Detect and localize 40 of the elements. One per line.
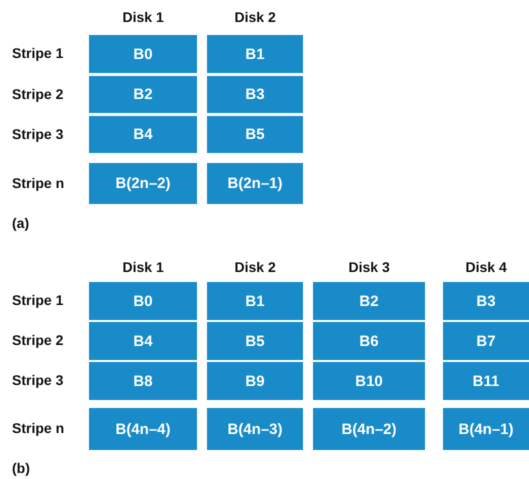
column-header: Disk 1 xyxy=(122,259,164,275)
block-cell: B11 xyxy=(443,362,529,400)
block-cell: B(4n–2) xyxy=(313,408,425,450)
row-header: Stripe 1 xyxy=(12,45,64,61)
column-header: Disk 4 xyxy=(466,259,507,275)
column-header: Disk 2 xyxy=(234,259,276,275)
row-header: Stripe 3 xyxy=(12,126,64,142)
row-header: Stripe 1 xyxy=(12,292,64,308)
column-header: Disk 2 xyxy=(234,9,276,25)
block-cell: B1 xyxy=(207,35,303,73)
block-cell: B0 xyxy=(89,282,197,320)
block-cell: B(4n–1) xyxy=(443,408,529,450)
row-header: Stripe n xyxy=(12,174,64,190)
row-header: Stripe 2 xyxy=(12,86,64,102)
block-cell: B(4n–3) xyxy=(207,408,303,450)
row-header: Stripe 3 xyxy=(12,372,64,388)
block-cell: B2 xyxy=(313,282,425,320)
block-cell: B5 xyxy=(207,322,303,360)
block-cell: B(4n–4) xyxy=(89,408,197,450)
panel-label: (b) xyxy=(12,460,30,476)
block-cell: B1 xyxy=(207,282,303,320)
block-cell: B8 xyxy=(89,362,197,400)
block-cell: B4 xyxy=(89,116,197,153)
panel-label: (a) xyxy=(12,215,30,231)
block-cell: B9 xyxy=(207,362,303,400)
block-cell: B3 xyxy=(443,282,529,320)
row-header: Stripe n xyxy=(12,420,64,436)
block-cell: B(2n–2) xyxy=(89,163,197,204)
block-cell: B7 xyxy=(443,322,529,360)
column-header: Disk 1 xyxy=(122,9,164,25)
column-header: Disk 3 xyxy=(348,259,390,275)
block-cell: B5 xyxy=(207,116,303,153)
block-cell: B2 xyxy=(89,76,197,113)
block-cell: B4 xyxy=(89,322,197,360)
row-header: Stripe 2 xyxy=(12,332,64,348)
block-cell: B0 xyxy=(89,35,197,73)
block-cell: B(2n–1) xyxy=(207,163,303,204)
block-cell: B10 xyxy=(313,362,425,400)
block-cell: B3 xyxy=(207,76,303,113)
block-cell: B6 xyxy=(313,322,425,360)
